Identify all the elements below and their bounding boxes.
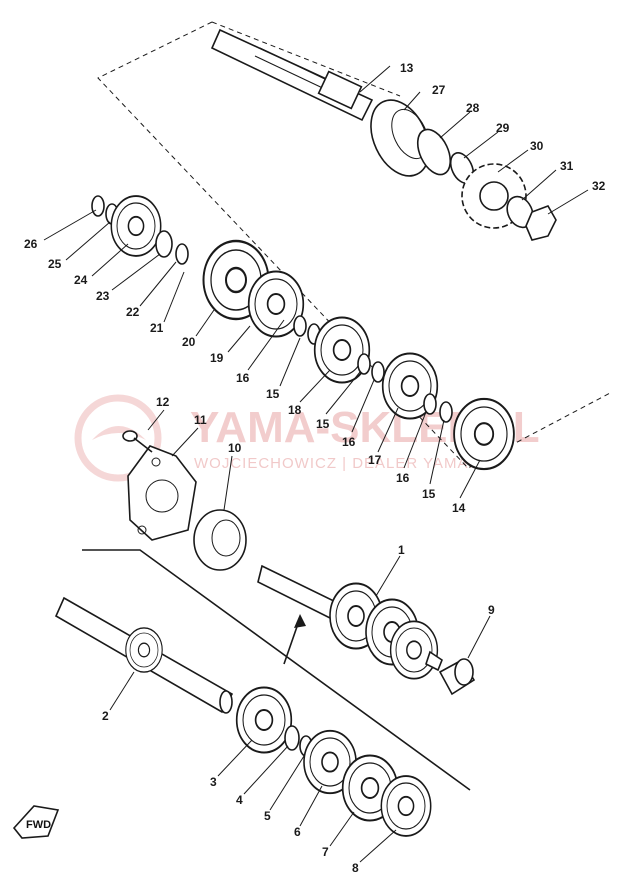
group-bracket: [82, 549, 471, 791]
callout-17: 17: [368, 453, 382, 467]
bearing-10: [193, 509, 247, 571]
watermark-sub-text: WOJCIECHOWICZ | DEALER YAMAHA: [194, 455, 491, 472]
callout-16a: 16: [236, 371, 250, 385]
bearing-retainer-11: [127, 445, 197, 541]
callout-numbers: 13 27 28 29 30 31 32 26 25 24 23 22 21 2…: [24, 61, 606, 875]
callout-32: 32: [592, 179, 606, 193]
callout-21: 21: [150, 321, 164, 335]
fwd-arrow-icon: FWD: [12, 805, 60, 839]
callout-11: 11: [194, 413, 207, 427]
output-shaft: [210, 28, 374, 122]
callout-26: 26: [24, 237, 38, 251]
callout-8: 8: [352, 861, 359, 875]
callout-30: 30: [530, 139, 544, 153]
callout-15b: 15: [316, 417, 330, 431]
screw-12: [122, 430, 153, 453]
callout-16b: 16: [342, 435, 356, 449]
callout-23: 23: [96, 289, 110, 303]
callout-27: 27: [432, 83, 446, 97]
callout-5: 5: [264, 809, 271, 823]
callout-18: 18: [288, 403, 302, 417]
callout-13: 13: [400, 61, 414, 75]
callout-19: 19: [210, 351, 224, 365]
callout-31: 31: [560, 159, 574, 173]
nut-32: [525, 205, 557, 241]
watermark-logo-icon: [74, 394, 162, 482]
callout-29: 29: [496, 121, 510, 135]
dashed-frame: [97, 21, 613, 469]
callout-7: 7: [322, 845, 329, 859]
bearing-27: [370, 99, 430, 177]
callout-16c: 16: [396, 471, 410, 485]
callout-4: 4: [236, 793, 243, 807]
callout-15a: 15: [266, 387, 280, 401]
gear-cluster-upper: [91, 195, 515, 471]
gear-cluster-lower: [235, 686, 432, 837]
callout-15c: 15: [422, 487, 436, 501]
callout-10: 10: [228, 441, 242, 455]
callout-22: 22: [126, 305, 140, 319]
callout-25: 25: [48, 257, 62, 271]
callout-1: 1: [398, 543, 405, 557]
callout-6: 6: [294, 825, 301, 839]
callout-20: 20: [182, 335, 196, 349]
callout-28: 28: [466, 101, 480, 115]
drive-axle-2: [54, 596, 234, 714]
callout-14: 14: [452, 501, 466, 515]
oil-seal-28: [416, 128, 452, 176]
callout-9: 9: [488, 603, 495, 617]
callout-24: 24: [74, 273, 88, 287]
callout-3: 3: [210, 775, 217, 789]
callout-2: 2: [102, 709, 109, 723]
leader-lines: [43, 65, 589, 863]
callout-12: 12: [156, 395, 170, 409]
main-axle-1: [257, 564, 443, 680]
fwd-label: FWD: [26, 819, 51, 831]
bushing-9: [438, 658, 476, 696]
